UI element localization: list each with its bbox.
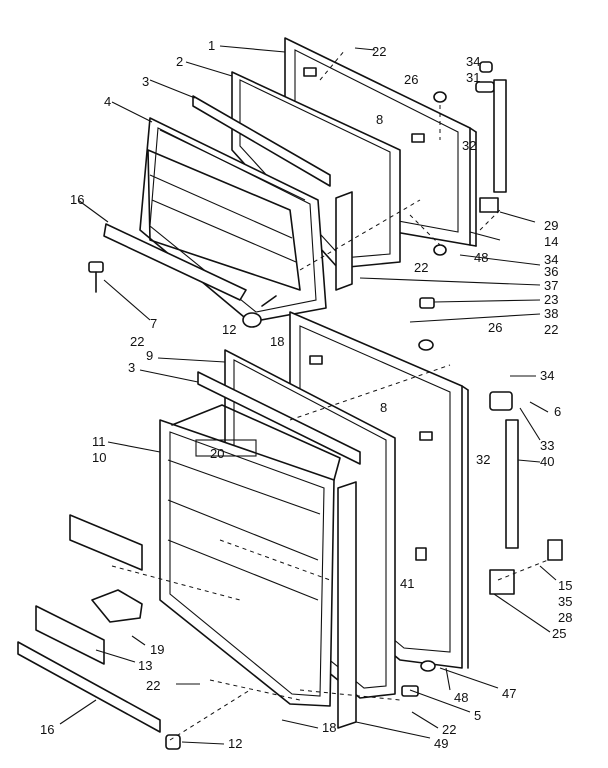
callout-9: 9	[146, 348, 153, 363]
pad-8-upper	[303, 67, 425, 143]
fresh-food-cover-strip	[337, 481, 357, 729]
callout-29: 29	[544, 218, 558, 233]
callout-25: 25	[552, 626, 566, 641]
bottom-door-stop	[165, 734, 181, 750]
pad-8-lower	[309, 355, 433, 441]
callout-12: 12	[222, 322, 236, 337]
freezer-breaker-strip	[192, 95, 331, 187]
callout-40: 40	[540, 454, 554, 469]
callout-15: 15	[558, 578, 572, 593]
callout-7: 7	[150, 316, 157, 331]
callout-41: 41	[400, 576, 414, 591]
callout-22-c: 22	[130, 334, 144, 349]
callout-14: 14	[544, 234, 558, 249]
callout-22: 22	[372, 44, 386, 59]
dairy-door	[69, 514, 143, 571]
freezer-door-stop	[242, 312, 262, 328]
callout-32: 32	[462, 138, 476, 153]
freezer-bracket	[88, 261, 104, 293]
callout-4: 4	[104, 94, 111, 109]
freezer-rail	[103, 223, 247, 301]
callout-16-b: 16	[40, 722, 54, 737]
callout-34-c: 34	[540, 368, 554, 383]
callout-8-b: 8	[380, 400, 387, 415]
callout-22-d: 22	[544, 322, 558, 337]
tray	[91, 589, 143, 623]
callout-11: 11	[92, 434, 106, 449]
callout-48: 48	[474, 250, 488, 265]
callout-labels: 1 22 34 2 31 3 26 4 8 32 16 29 14 34 22 …	[40, 38, 572, 751]
callout-2: 2	[176, 54, 183, 69]
callout-22-e: 22	[146, 678, 160, 693]
callout-20: 20	[210, 446, 224, 461]
freezer-screw-18	[261, 295, 277, 307]
callout-49: 49	[434, 736, 448, 751]
callout-38: 38	[544, 306, 558, 321]
callout-37: 37	[544, 278, 558, 293]
callout-23: 23	[544, 292, 558, 307]
fresh-food-door-liner	[159, 404, 341, 707]
callout-13: 13	[138, 658, 152, 673]
callout-34-b: 34	[544, 252, 558, 267]
callout-47: 47	[502, 686, 516, 701]
callout-6: 6	[554, 404, 561, 419]
shelf-front	[35, 605, 105, 665]
callout-3: 3	[142, 74, 149, 89]
upper-hinge-hardware	[433, 61, 507, 256]
callout-28: 28	[558, 610, 572, 625]
callout-5: 5	[474, 708, 481, 723]
bottom-rail	[17, 641, 161, 733]
callout-16: 16	[70, 192, 84, 207]
alignment-lines	[111, 49, 549, 741]
callout-32-b: 32	[476, 452, 490, 467]
callout-48-b: 48	[454, 690, 468, 705]
callout-26: 26	[404, 72, 418, 87]
callout-3-b: 3	[128, 360, 135, 375]
callout-18-b: 18	[322, 720, 336, 735]
lower-hinge-hardware	[401, 297, 563, 697]
leader-lines	[59, 45, 557, 745]
callout-1: 1	[208, 38, 215, 53]
callout-26-b: 26	[488, 320, 502, 335]
callout-35: 35	[558, 594, 572, 609]
callout-33: 33	[540, 438, 554, 453]
callout-31: 31	[466, 70, 480, 85]
callout-8: 8	[376, 112, 383, 127]
callout-12-b: 12	[228, 736, 242, 751]
callout-34: 34	[466, 54, 480, 69]
callout-36: 36	[544, 264, 558, 279]
freezer-cover-strip	[335, 191, 353, 291]
callout-19: 19	[150, 642, 164, 657]
callout-22-f: 22	[442, 722, 456, 737]
fresh-food-breaker-strip	[197, 371, 361, 465]
callout-10: 10	[92, 450, 106, 465]
freezer-door-liner	[139, 117, 327, 323]
callout-22-b: 22	[414, 260, 428, 275]
callout-18: 18	[270, 334, 284, 349]
